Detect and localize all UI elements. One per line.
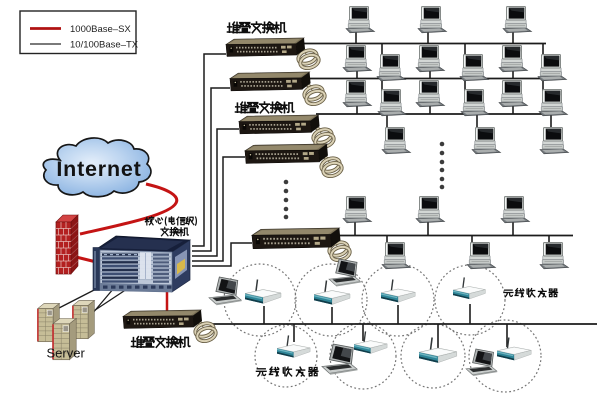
svg-text:Internet: Internet: [56, 157, 141, 181]
svg-text:1000Base–SX: 1000Base–SX: [70, 24, 131, 35]
svg-text:Server: Server: [47, 346, 86, 361]
svg-text:10/100Base–TX: 10/100Base–TX: [70, 40, 139, 51]
